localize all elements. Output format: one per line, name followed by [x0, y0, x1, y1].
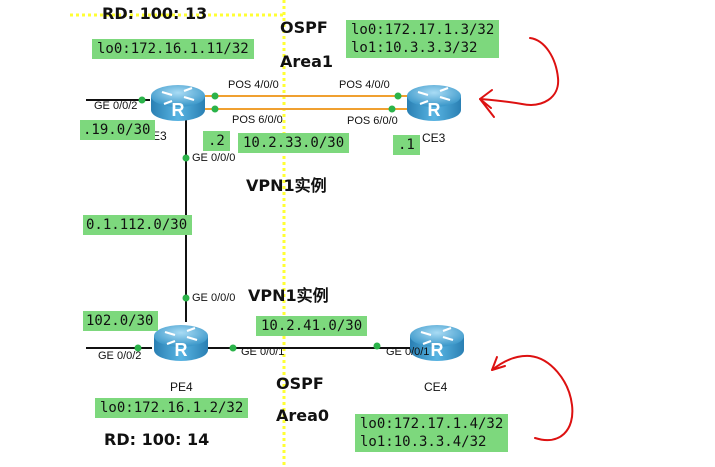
- vpn-instance-lower: VPN1实例: [248, 286, 329, 305]
- svg-text:R: R: [175, 340, 188, 360]
- ospf-bottom-label: OSPF: [276, 374, 324, 393]
- area-top-label: Area1: [280, 52, 334, 71]
- router-ce4-icon[interactable]: R: [410, 325, 464, 361]
- area-bottom-label: Area0: [276, 406, 330, 425]
- router-pe3-icon[interactable]: R: [151, 73, 205, 121]
- port-pe4-ge000: GE 0/0/0: [192, 292, 236, 304]
- label-ce3-loopbacks: lo0:172.17.1.3/32 lo1:10.3.3.3/32: [346, 20, 500, 58]
- label-pe3-left-net: .19.0/30: [80, 120, 156, 140]
- annotation-arrow-top: [479, 37, 560, 118]
- label-pe4-lo0: lo0:172.16.1.2/32: [95, 398, 249, 418]
- label-net-pe3-ce3: 10.2.33.0/30: [238, 133, 350, 153]
- label-ce4-loopbacks: lo0:172.17.1.4/32 lo1:10.3.3.4/32: [355, 414, 509, 452]
- router-pe4-icon[interactable]: R: [154, 325, 208, 361]
- router-pe4-name: PE4: [170, 380, 193, 394]
- router-ce4-name: CE4: [424, 380, 448, 394]
- svg-text:R: R: [172, 100, 185, 120]
- rd-top: RD: 100: 13: [102, 4, 208, 23]
- port-ce3-pos600: POS 6/0/0: [347, 115, 398, 127]
- label-pe4-left-net: 102.0/30: [83, 311, 159, 331]
- port-pe3-ge002: GE 0/0/2: [94, 100, 138, 112]
- label-pe3-lo0: lo0:172.16.1.11/32: [92, 39, 254, 59]
- annotation-arrow-bottom: [491, 354, 574, 441]
- vpn-instance-upper: VPN1实例: [246, 176, 327, 195]
- port-dots: [134, 92, 402, 352]
- label-net-pe4-ce4: 10.2.41.0/30: [256, 316, 368, 336]
- router-ce3-name: CE3: [422, 131, 446, 145]
- port-pe4-ge001: GE 0/0/1: [241, 346, 285, 358]
- port-ce3-pos400: POS 4/0/0: [339, 79, 390, 91]
- label-host-pe3: .2: [203, 131, 230, 151]
- port-pe3-pos400: POS 4/0/0: [228, 79, 279, 91]
- svg-text:R: R: [431, 340, 444, 360]
- ospf-top-label: OSPF: [280, 18, 328, 37]
- rd-bottom: RD: 100: 14: [104, 430, 210, 449]
- port-pe4-ge002: GE 0/0/2: [98, 350, 142, 362]
- port-ce4-ge001: GE 0/0/1: [386, 346, 430, 358]
- router-ce3-icon[interactable]: R: [407, 85, 461, 121]
- svg-text:R: R: [428, 100, 441, 120]
- label-net-pe3-pe4: 0.1.112.0/30: [83, 215, 193, 235]
- port-pe3-pos600: POS 6/0/0: [232, 114, 283, 126]
- label-host-ce3: .1: [393, 135, 420, 155]
- port-pe3-ge000: GE 0/0/0: [192, 152, 236, 164]
